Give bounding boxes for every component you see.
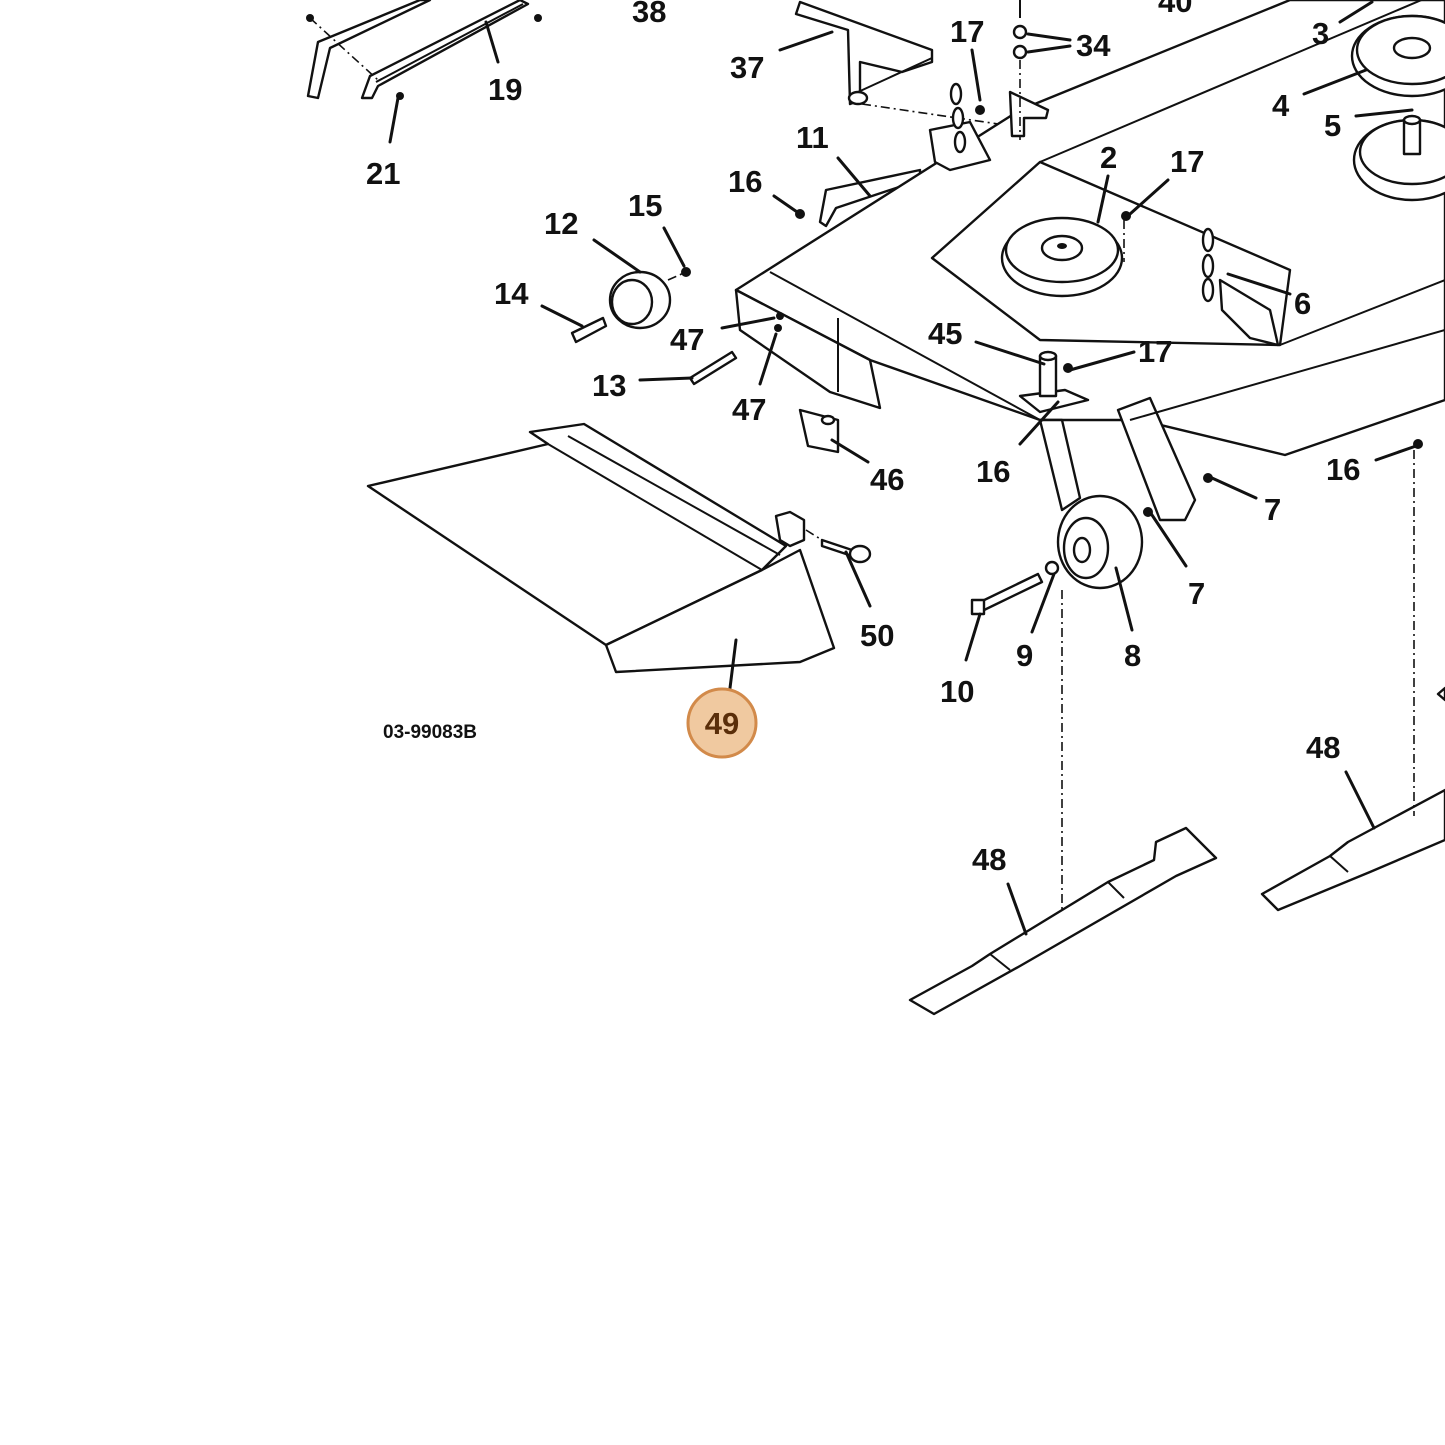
callout-12: 12 bbox=[544, 206, 578, 241]
assembly-guides bbox=[667, 60, 1415, 912]
spindle-pulleys bbox=[1000, 14, 1445, 298]
discharge-deflector bbox=[366, 422, 872, 674]
idler-arm-assembly bbox=[794, 0, 1013, 228]
callout-17-top: 17 bbox=[950, 14, 984, 49]
callout-45: 45 bbox=[928, 316, 962, 351]
callout-38: 38 bbox=[632, 0, 666, 29]
callout-7-lower: 7 bbox=[1188, 576, 1205, 611]
callout-6: 6 bbox=[1294, 286, 1311, 321]
callout-48-lower: 48 bbox=[972, 842, 1006, 877]
drawing-reference-code: 03-99083B bbox=[383, 722, 477, 743]
callout-16-mid: 16 bbox=[976, 454, 1010, 489]
callout-47-upper: 47 bbox=[670, 322, 704, 357]
mower-blades bbox=[908, 686, 1445, 1016]
callout-40: 40 bbox=[1158, 0, 1192, 19]
highlight-circle bbox=[686, 687, 758, 759]
callout-46: 46 bbox=[870, 462, 904, 497]
callout-10: 10 bbox=[940, 674, 974, 709]
callout-37: 37 bbox=[730, 50, 764, 85]
callout-13: 13 bbox=[592, 368, 626, 403]
callout-50: 50 bbox=[860, 618, 894, 653]
callout-34: 34 bbox=[1076, 28, 1111, 63]
callout-16-upper: 16 bbox=[728, 164, 762, 199]
callout-9: 9 bbox=[1016, 638, 1033, 673]
callout-11: 11 bbox=[796, 120, 829, 155]
callout-21: 21 bbox=[366, 156, 400, 191]
callout-47-lower: 47 bbox=[732, 392, 766, 427]
callout-14: 14 bbox=[494, 276, 529, 311]
callout-48-right: 48 bbox=[1306, 730, 1340, 765]
hardware bbox=[570, 0, 1423, 517]
callout-3: 3 bbox=[1312, 16, 1329, 51]
callout-4: 4 bbox=[1272, 88, 1290, 123]
callout-19: 19 bbox=[488, 72, 522, 107]
gauge-wheel bbox=[970, 494, 1144, 616]
callout-15: 15 bbox=[628, 188, 662, 223]
leader-lines bbox=[388, 0, 1418, 936]
highlighted-callout-49[interactable]: 49 bbox=[686, 687, 758, 759]
callout-17-right: 17 bbox=[1170, 144, 1204, 179]
callout-7-upper: 7 bbox=[1264, 492, 1281, 527]
callout-49: 49 bbox=[705, 706, 739, 741]
callout-labels: 38 40 3 4 5 17 34 37 19 21 11 2 17 16 15… bbox=[366, 0, 1360, 877]
callout-16-right: 16 bbox=[1326, 452, 1360, 487]
callout-2: 2 bbox=[1100, 140, 1117, 175]
callout-8: 8 bbox=[1124, 638, 1141, 673]
callout-17-mid: 17 bbox=[1138, 334, 1172, 369]
callout-5: 5 bbox=[1324, 108, 1341, 143]
